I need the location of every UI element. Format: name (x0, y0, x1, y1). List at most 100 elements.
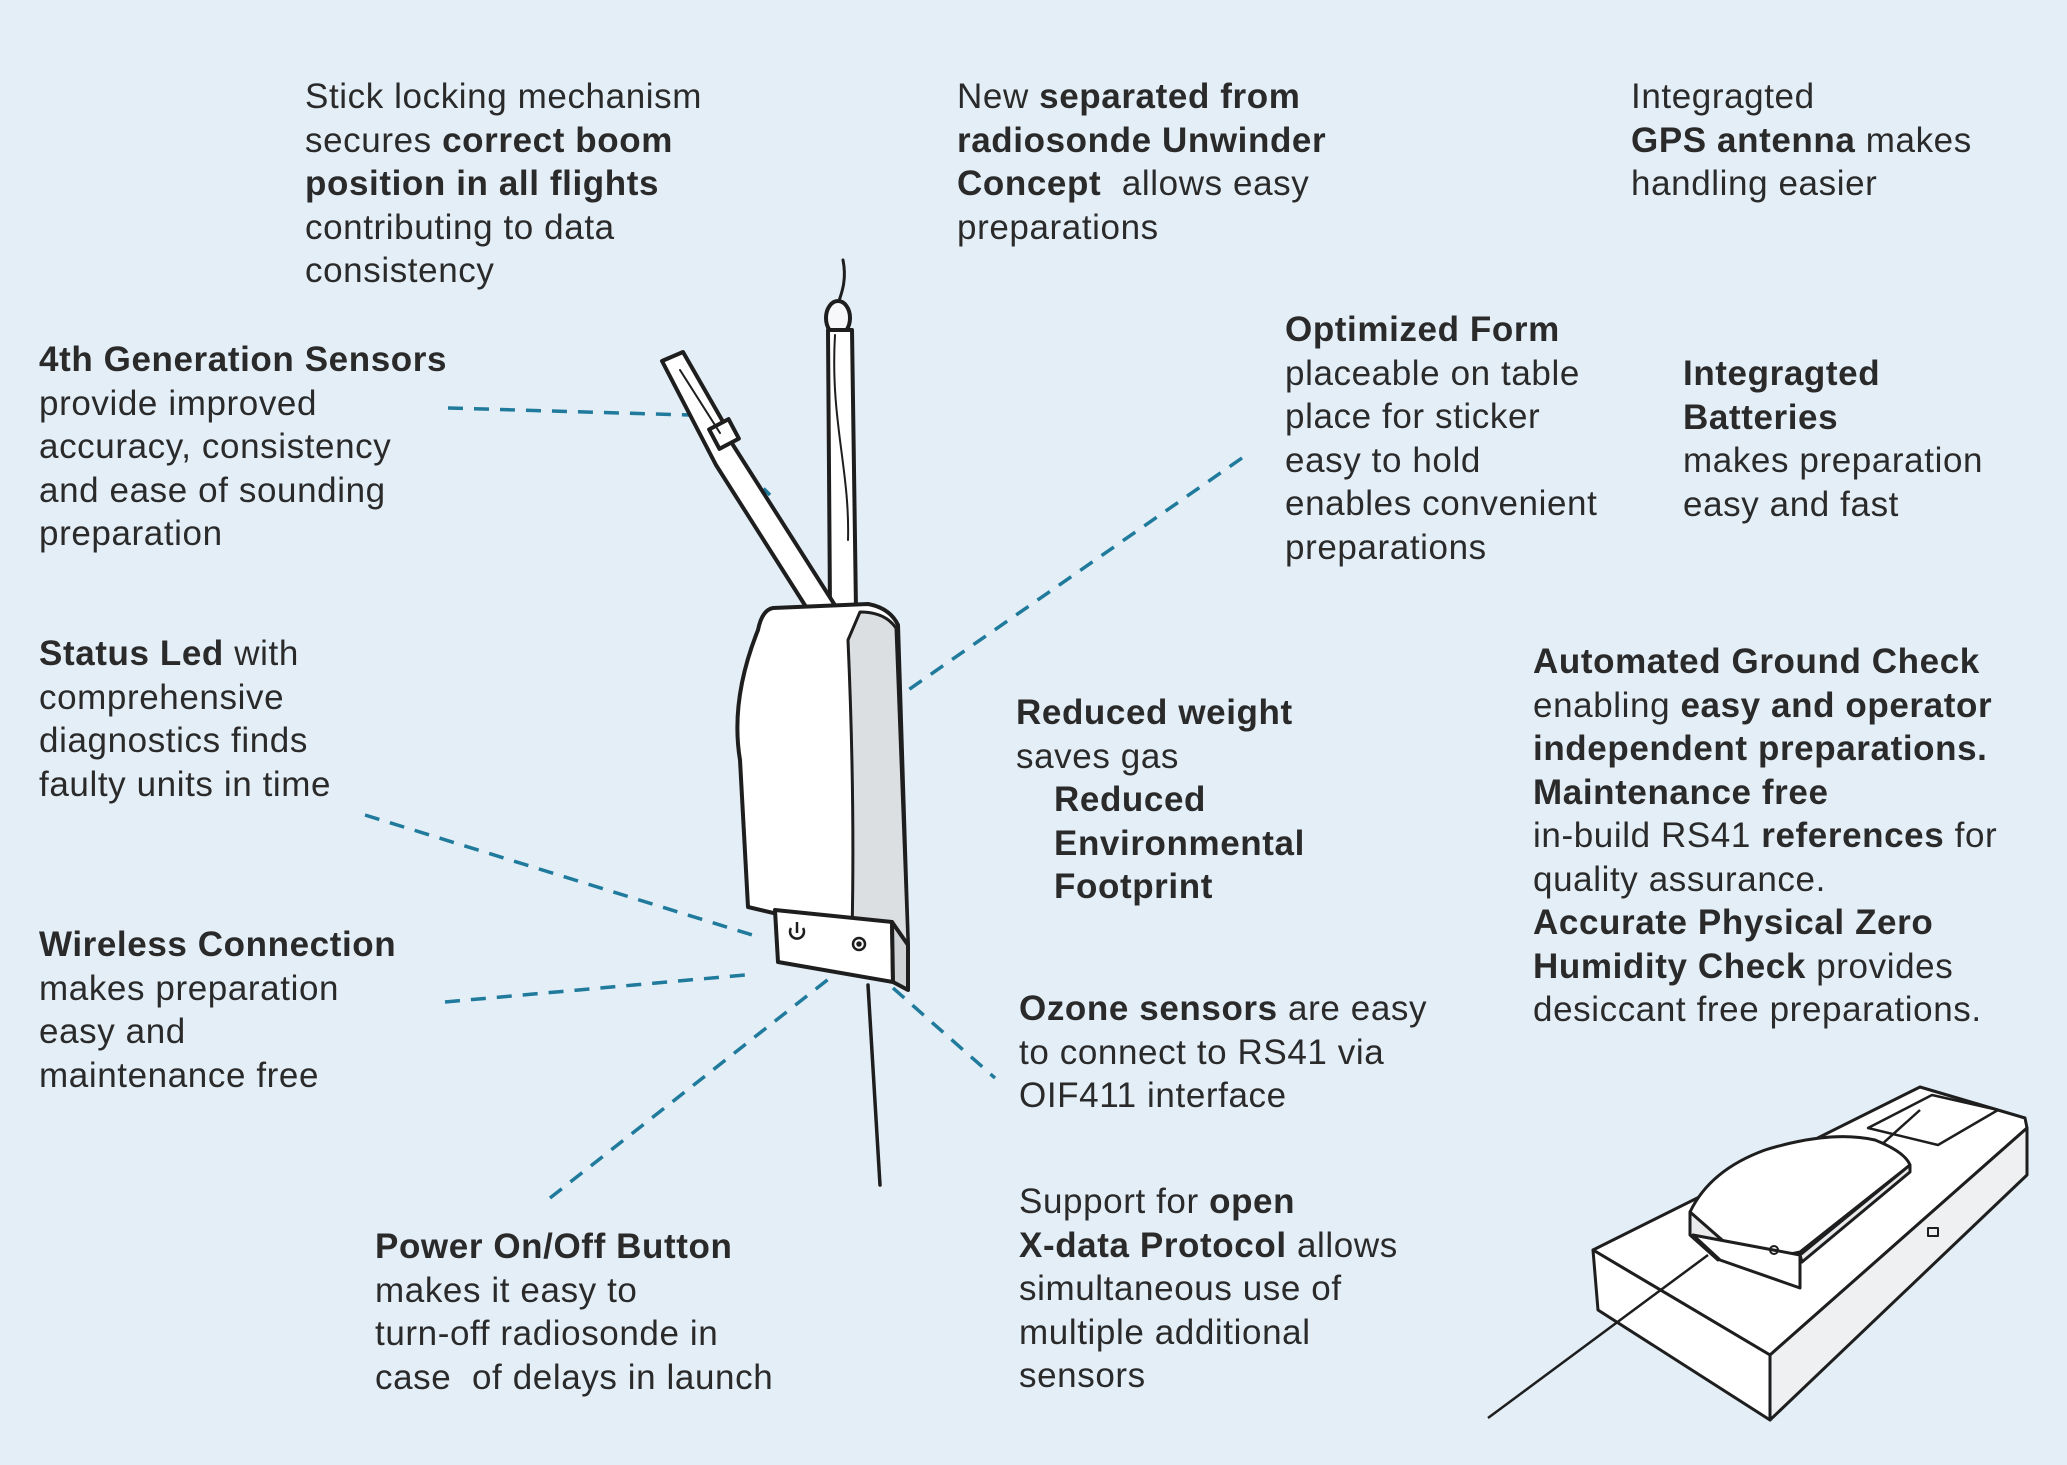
callout-line: easy to hold (1285, 439, 1597, 483)
callout-text: with (223, 634, 299, 673)
callout-line: contributing to data (305, 206, 702, 250)
leader-sensors (447, 406, 691, 417)
callout-line: 4th Generation Sensors (39, 338, 447, 382)
callout-line: Optimized Form (1285, 308, 1597, 352)
callout-line: Maintenance free (1533, 771, 1997, 815)
callout-line: makes preparation (1683, 439, 1983, 483)
callout-text: Support for (1019, 1182, 1210, 1221)
leader-ozone (891, 986, 997, 1080)
callout-line: enabling easy and operator (1533, 684, 1997, 728)
callout-emphasis: correct boom (442, 120, 673, 160)
callout-text: enables convenient (1285, 484, 1598, 523)
callout-text: saves gas (1016, 736, 1179, 776)
callout-sensors: 4th Generation Sensors provide improved ac… (39, 338, 447, 556)
ground-check-device (1487, 1085, 2029, 1422)
callout-text: desiccant free preparations. (1533, 990, 1982, 1029)
callout-line: simultaneous use of (1019, 1267, 1398, 1311)
callout-emphasis: easy and operator (1680, 685, 1993, 725)
callout-line: sensors (1019, 1354, 1398, 1398)
callout-emphasis: 4th Generation Sensors (39, 340, 448, 379)
callout-text: provides (1805, 946, 1954, 986)
callout-emphasis: references (1761, 816, 1945, 855)
callout-text: preparations (957, 207, 1159, 247)
callout-emphasis: position in all flights (305, 164, 660, 203)
callout-line: Power On/Off Button (375, 1225, 773, 1269)
callout-text: makes preparation (1683, 441, 1984, 480)
callout-line: GPS antenna makes (1631, 119, 1972, 163)
callout-text: allows (1286, 1225, 1398, 1265)
callout-line: Ozone sensors are easy (1019, 987, 1427, 1031)
callout-line: Integragted (1631, 75, 1972, 119)
callout-text: secures (305, 120, 443, 160)
callout-line: provide improved (39, 382, 447, 426)
callout-line: case of delays in launch (375, 1356, 773, 1400)
callout-text: comprehensive (39, 677, 285, 717)
callout-line: Concept allows easy (957, 162, 1326, 206)
callout-text: preparation (39, 514, 223, 553)
callout-line: saves gas (1016, 735, 1305, 779)
callout-text: consistency (305, 251, 495, 290)
callout-line: position in all flights (305, 162, 702, 206)
callout-text: case of delays in launch (375, 1357, 774, 1397)
callout-emphasis: radiosonde Unwinder (957, 120, 1327, 160)
callout-line: preparations (957, 206, 1326, 250)
callout-line: placeable on table (1285, 352, 1597, 396)
leader-power (548, 968, 842, 1200)
callout-emphasis: Ozone sensors (1019, 989, 1278, 1028)
callout-text: easy to hold (1285, 440, 1481, 480)
callout-text: New (957, 77, 1040, 116)
callout-line: Support for open (1019, 1180, 1398, 1224)
callout-text: place for sticker (1285, 397, 1541, 436)
callout-text: easy and fast (1683, 484, 1899, 524)
callout-line: quality assurance. (1533, 858, 1997, 902)
callout-text: OIF411 interface (1019, 1076, 1287, 1115)
callout-line: accuracy, consistency (39, 425, 447, 469)
callout-line: Environmental (1016, 822, 1305, 866)
callout-line: to connect to RS41 via (1019, 1031, 1427, 1075)
callout-line: enables convenient (1285, 482, 1597, 526)
callout-emphasis: Batteries (1683, 397, 1839, 437)
callout-emphasis: separated from (1039, 77, 1301, 116)
callout-text: for (1944, 816, 1998, 855)
callout-text: easy and (39, 1012, 186, 1051)
callout-text: handling easier (1631, 164, 1878, 203)
callout-power: Power On/Off Button makes it easy to turn-… (375, 1225, 773, 1399)
callout-emphasis: Concept (957, 164, 1102, 203)
callout-line: radiosonde Unwinder (957, 119, 1326, 163)
callout-line: turn-off radiosonde in (375, 1312, 773, 1356)
callout-text: Integragted (1631, 77, 1815, 116)
callout-emphasis: Reduced (1054, 780, 1207, 819)
callout-line: maintenance free (39, 1054, 396, 1098)
callout-text: in-build RS41 (1533, 816, 1762, 855)
leader-status-led (364, 813, 763, 940)
callout-text: accuracy, consistency (39, 427, 392, 466)
callout-emphasis: Maintenance free (1533, 772, 1829, 812)
callout-text: makes it easy to (375, 1270, 638, 1310)
callout-line: Wireless Connection (39, 923, 396, 967)
status-led-icon (851, 936, 867, 952)
callout-text: quality assurance. (1533, 859, 1826, 899)
callout-text: multiple additional (1019, 1312, 1311, 1352)
radiosonde-device (660, 258, 910, 1187)
callout-text: diagnostics finds (39, 721, 308, 760)
callout-text: are easy (1277, 989, 1428, 1028)
callout-text: contributing to data (305, 207, 615, 247)
callout-emphasis: Automated Ground Check (1533, 642, 1980, 681)
callout-text: and ease of sounding (39, 470, 386, 510)
callout-text: provide improved (39, 383, 318, 423)
leader-optimized-form (864, 456, 1243, 722)
callout-text: turn-off radiosonde in (375, 1314, 719, 1353)
callout-emphasis: independent preparations. (1533, 729, 1988, 768)
callout-line: preparation (39, 512, 447, 556)
callout-line: Status Led with (39, 632, 331, 676)
callout-emphasis: GPS antenna (1631, 120, 1856, 160)
callout-emphasis: Power On/Off Button (375, 1227, 733, 1266)
